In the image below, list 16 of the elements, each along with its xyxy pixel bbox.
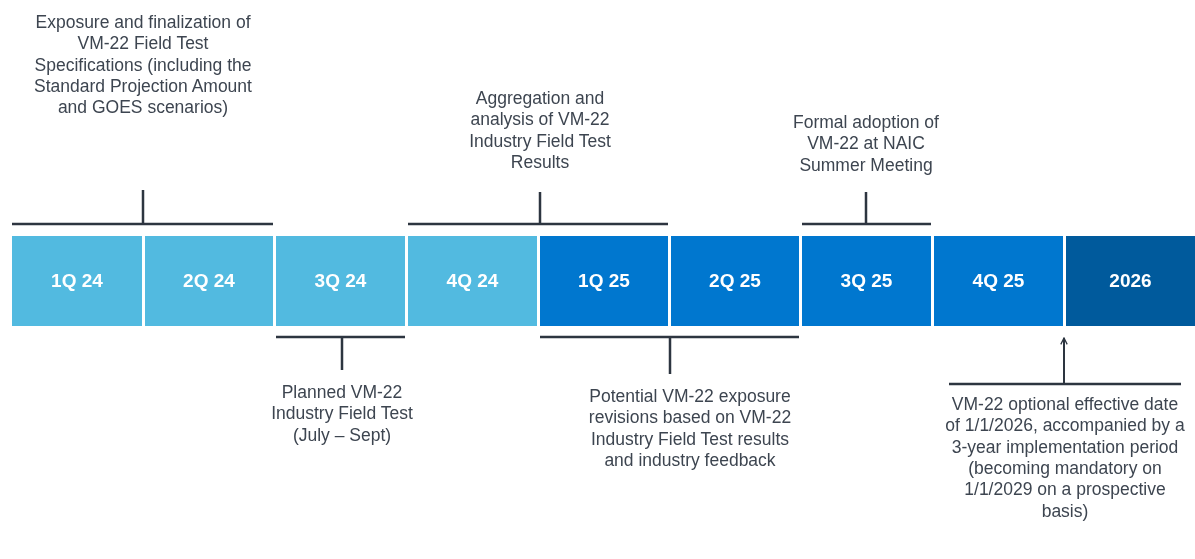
milestone-note: VM-22 optional effective date of 1/1/2026, accompanied by a 3-year implementation period (becoming mandatory on 1/1/2029 on a prospective basis) bbox=[945, 394, 1185, 523]
milestone-note: Planned VM-22 Industry Field Test (July – Sept) bbox=[262, 382, 422, 447]
timeline-period: 1Q 25 bbox=[540, 236, 668, 326]
timeline-period: 1Q 24 bbox=[12, 236, 142, 326]
timeline-period: 2Q 25 bbox=[671, 236, 799, 326]
timeline-period: 3Q 25 bbox=[802, 236, 931, 326]
timeline-period: 2Q 24 bbox=[145, 236, 273, 326]
milestone-note: Potential VM-22 exposure revisions based on VM-22 Industry Field Test results and industry feedback bbox=[585, 386, 795, 472]
milestone-note: Aggregation and analysis of VM-22 Industry Field Test Results bbox=[450, 88, 630, 174]
milestone-note: Exposure and finalization of VM-22 Field Test Specifications (including the Standard Projection Amount and GOES scenarios) bbox=[33, 12, 253, 119]
milestone-note: Formal adoption of VM-22 at NAIC Summer Meeting bbox=[776, 112, 956, 177]
arrow bbox=[1060, 337, 1068, 385]
timeline-period: 3Q 24 bbox=[276, 236, 405, 326]
timeline-period: 4Q 25 bbox=[934, 236, 1063, 326]
timeline-period: 2026 bbox=[1066, 236, 1195, 326]
timeline-period: 4Q 24 bbox=[408, 236, 537, 326]
